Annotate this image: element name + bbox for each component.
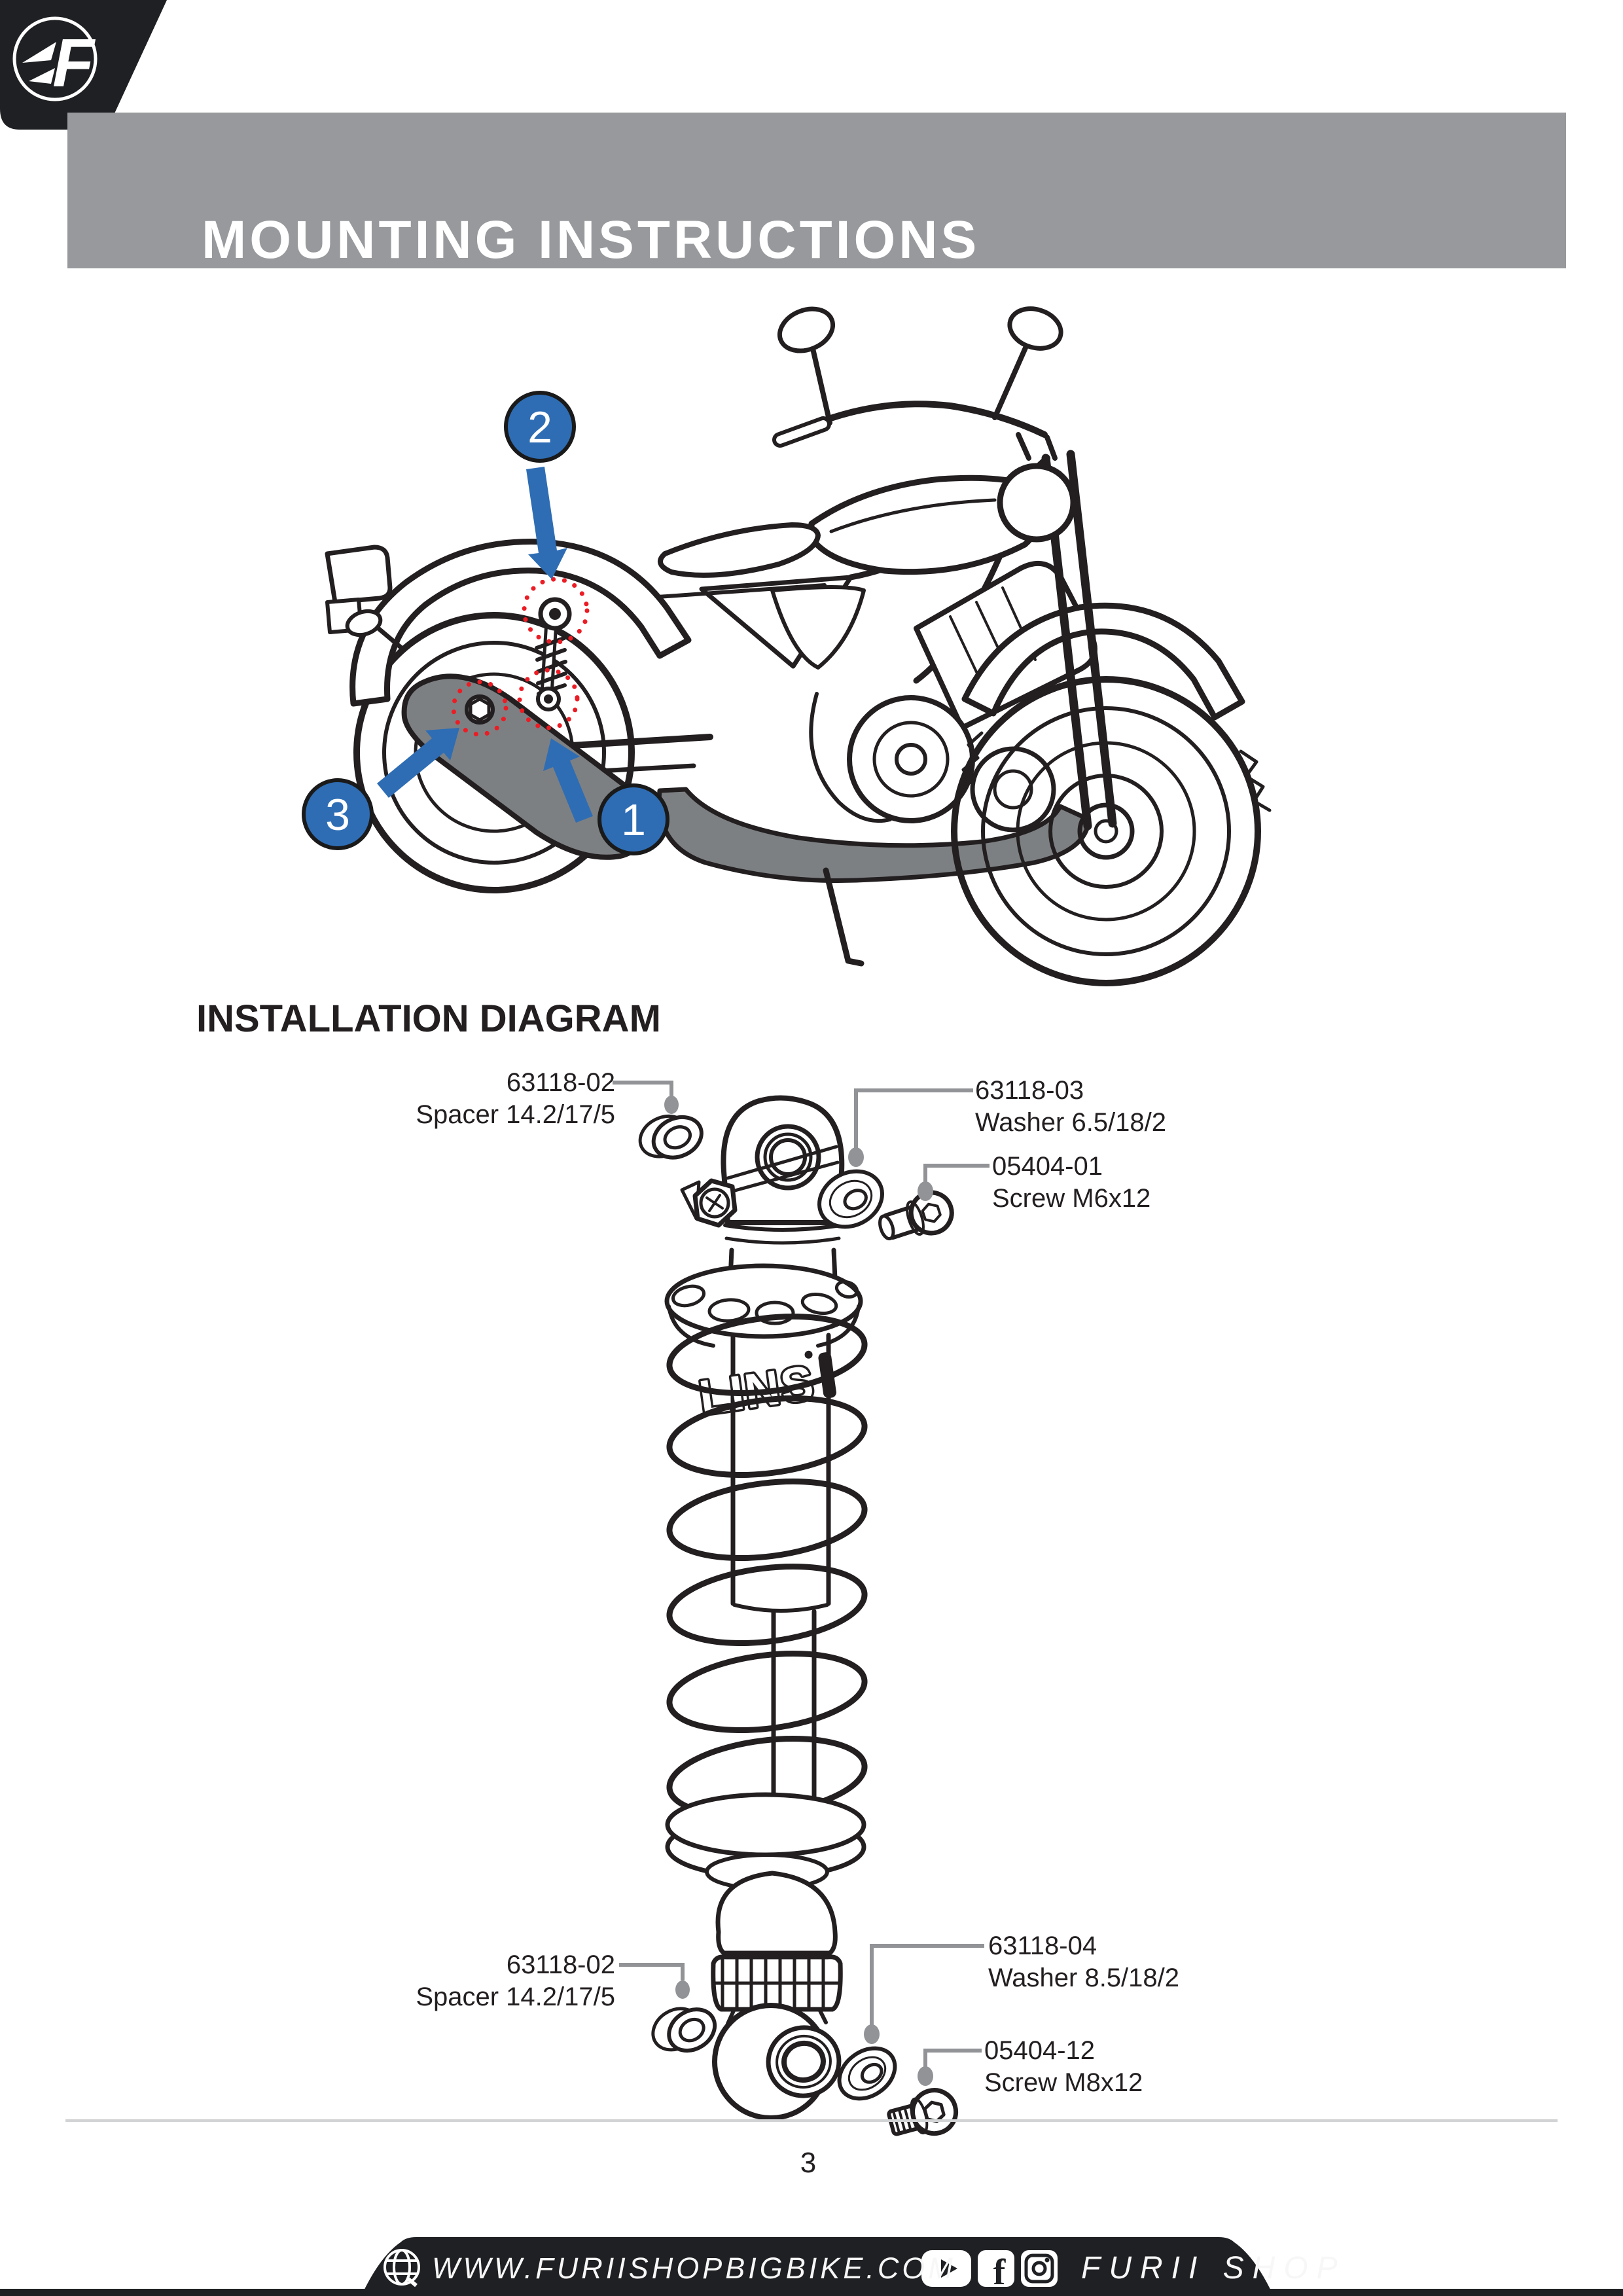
marker-top-mount [522, 577, 590, 645]
footer-bar: f [0, 2237, 1623, 2296]
callout-badges: 2 3 1 [302, 391, 669, 855]
part-label-spacer-top: 63118-02 Spacer 14.2/17/5 [416, 1067, 615, 1131]
part-code: 05404-12 [984, 2036, 1096, 2065]
youtube-icon [921, 2250, 971, 2287]
tail-lamp [325, 545, 393, 605]
marker-left-mount [451, 679, 508, 737]
part-label-washer-bottom: 63118-04 Washer 8.5/18/2 [988, 1930, 1179, 1994]
headlight [997, 463, 1077, 543]
facebook-icon: f [978, 2250, 1014, 2293]
bike-rear-shock [535, 597, 572, 711]
ohlins-decal: LINS [694, 1350, 836, 1427]
part-code: 63118-03 [975, 1076, 1084, 1105]
seat [658, 522, 821, 578]
bracket-nut [465, 694, 495, 725]
part-code: 63118-04 [988, 1931, 1097, 1960]
badge-2-number: 2 [527, 403, 552, 452]
arrow-2 [526, 467, 567, 579]
installation-diagram-title: INSTALLATION DIAGRAM [196, 997, 661, 1040]
logo-letter: F [52, 26, 96, 101]
part-name: Spacer 14.2/17/5 [416, 1982, 615, 2011]
front-wheel [951, 676, 1272, 986]
part-name: Screw M8x12 [984, 2068, 1143, 2097]
badge-1-number: 1 [621, 795, 646, 845]
screw-top [878, 1190, 954, 1241]
part-name: Screw M6x12 [992, 1184, 1151, 1213]
svg-text:f: f [993, 2252, 1007, 2293]
spacer-top [638, 1114, 704, 1160]
part-code: 63118-02 [506, 1950, 615, 1979]
marker-right-mount [517, 668, 580, 730]
part-label-screw-bottom: 05404-12 Screw M8x12 [984, 2035, 1143, 2099]
footer-shop-name: FURII SHOP [1081, 2251, 1346, 2286]
brand-logo: F [0, 0, 167, 130]
preload-ring [711, 1954, 843, 2012]
coil-spring [666, 1313, 868, 1819]
badge-3-number: 3 [325, 790, 350, 840]
callout-arrows [377, 467, 593, 823]
instagram-icon [1021, 2250, 1058, 2287]
right-mirror [1007, 306, 1063, 351]
arrow-1 [543, 738, 593, 823]
part-name: Spacer 14.2/17/5 [416, 1100, 615, 1129]
engine-skid [656, 787, 1092, 884]
part-label-washer-top: 63118-03 Washer 6.5/18/2 [975, 1075, 1166, 1139]
part-code: 63118-02 [506, 1068, 615, 1097]
part-label-screw-top: 05404-01 Screw M6x12 [992, 1151, 1150, 1215]
footer-url: WWW.FURIISHOPBIGBIKE.COM [432, 2251, 956, 2285]
header-bar: MOUNTING INSTRUCTIONS [67, 113, 1566, 268]
washer-bottom [837, 2046, 897, 2101]
screw-bottom [887, 2088, 959, 2136]
turn-signal [345, 609, 383, 637]
front-fender [961, 602, 1245, 721]
globe-icon [383, 2249, 420, 2287]
washer-top [817, 1169, 884, 1229]
leader-lines [613, 1081, 990, 2086]
rear-fender [349, 539, 692, 707]
logo-wing-icon [22, 42, 56, 63]
page-title: MOUNTING INSTRUCTIONS [202, 210, 980, 270]
adjuster-knob [680, 1178, 738, 1228]
page-number: 3 [800, 2147, 817, 2179]
arrow-3 [377, 728, 459, 798]
spacer-bottom [651, 2007, 717, 2053]
part-name: Washer 8.5/18/2 [988, 1964, 1180, 1992]
mount-point-markers [451, 577, 590, 737]
left-mirror [777, 306, 836, 353]
motorcycle-illustration [325, 306, 1272, 986]
shock-diagram: LINS [638, 1095, 959, 2136]
part-code: 05404-01 [992, 1152, 1103, 1181]
part-name: Washer 6.5/18/2 [975, 1108, 1167, 1137]
part-label-spacer-bottom: 63118-02 Spacer 14.2/17/5 [416, 1949, 615, 2013]
